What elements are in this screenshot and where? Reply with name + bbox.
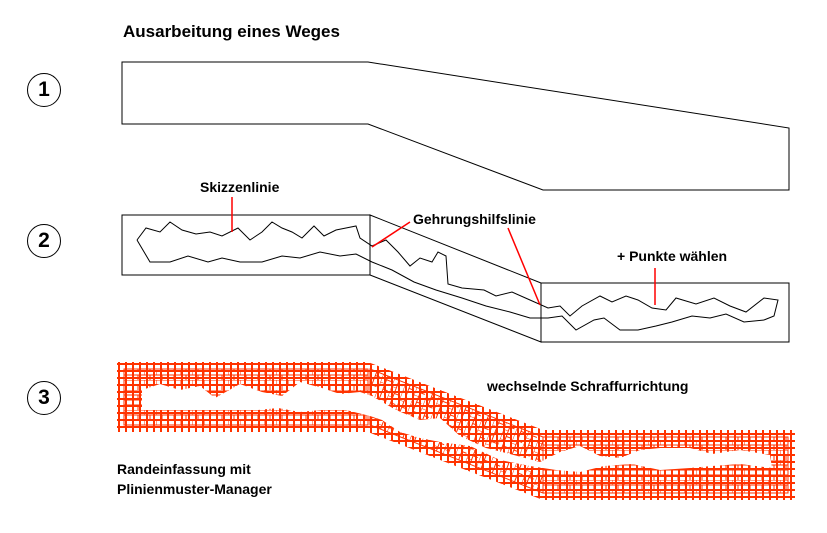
page-title: Ausarbeitung eines Weges [123, 22, 340, 41]
sketch-line-bottom [136, 239, 765, 331]
path-outline-1 [121, 61, 790, 191]
label-border-line2: Plinienmuster-Manager [117, 481, 272, 497]
step-number-3: 3 [27, 381, 61, 415]
label-sketch-line: Skizzenlinie [200, 179, 280, 195]
sketch-line-top [136, 221, 779, 321]
label-miter-line: Gehrungshilfslinie [413, 211, 536, 227]
step-number-1: 1 [27, 73, 61, 107]
label-pick-points: + Punkte wählen [617, 248, 728, 264]
path-outline-2 [121, 214, 790, 343]
label-alternating-hatch: wechselnde Schraffurrichtung [487, 378, 689, 394]
leader-lines [231, 197, 656, 306]
hatched-path [117, 362, 795, 500]
step-number-2: 2 [27, 224, 61, 258]
label-border-line1: Randeinfassung mit [117, 461, 251, 477]
